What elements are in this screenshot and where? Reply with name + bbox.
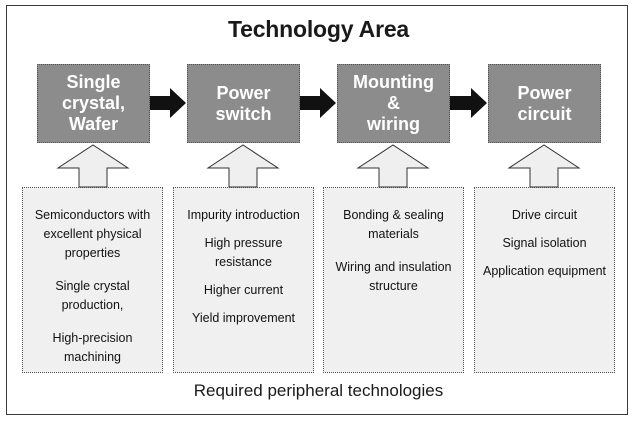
stage-power-switch: Power switch [187, 64, 300, 143]
diagram-footer: Required peripheral technologies [193, 381, 444, 400]
stage-mounting-wiring: Mounting & wiring [337, 64, 450, 143]
box-item: High-precision machining [52, 331, 133, 364]
box-item: Semiconductors with excellent physical p… [34, 208, 151, 260]
box-item: Higher current [203, 283, 284, 297]
stage-label: Mounting & wiring [353, 72, 434, 134]
box-item: Impurity introduction [187, 208, 300, 222]
box-item: Single crystal production, [55, 279, 130, 312]
box-item: Signal isolation [502, 236, 587, 250]
box-item: Yield improvement [191, 311, 296, 325]
stage-power-circuit: Power circuit [488, 64, 601, 143]
stage-label: Power circuit [517, 82, 572, 124]
box-switch-technologies: Impurity introduction High pressure resi… [173, 187, 314, 373]
box-mounting-technologies: Bonding & sealing materials Wiring and i… [323, 187, 464, 373]
box-item: Application equipment [483, 264, 606, 278]
box-circuit-technologies: Drive circuit Signal isolation Applicati… [474, 187, 615, 373]
stage-single-crystal-wafer: Single crystal, Wafer [37, 64, 150, 143]
box-item: Wiring and insulation structure [335, 260, 452, 293]
box-wafer-technologies: Semiconductors with excellent physical p… [22, 187, 163, 373]
diagram-title: Technology Area [227, 16, 410, 42]
box-item: High pressure resistance [204, 236, 283, 269]
box-item: Bonding & sealing materials [343, 208, 444, 241]
stage-label: Single crystal, Wafer [61, 72, 126, 134]
stage-label: Power switch [215, 82, 272, 124]
box-item: Drive circuit [511, 208, 578, 222]
